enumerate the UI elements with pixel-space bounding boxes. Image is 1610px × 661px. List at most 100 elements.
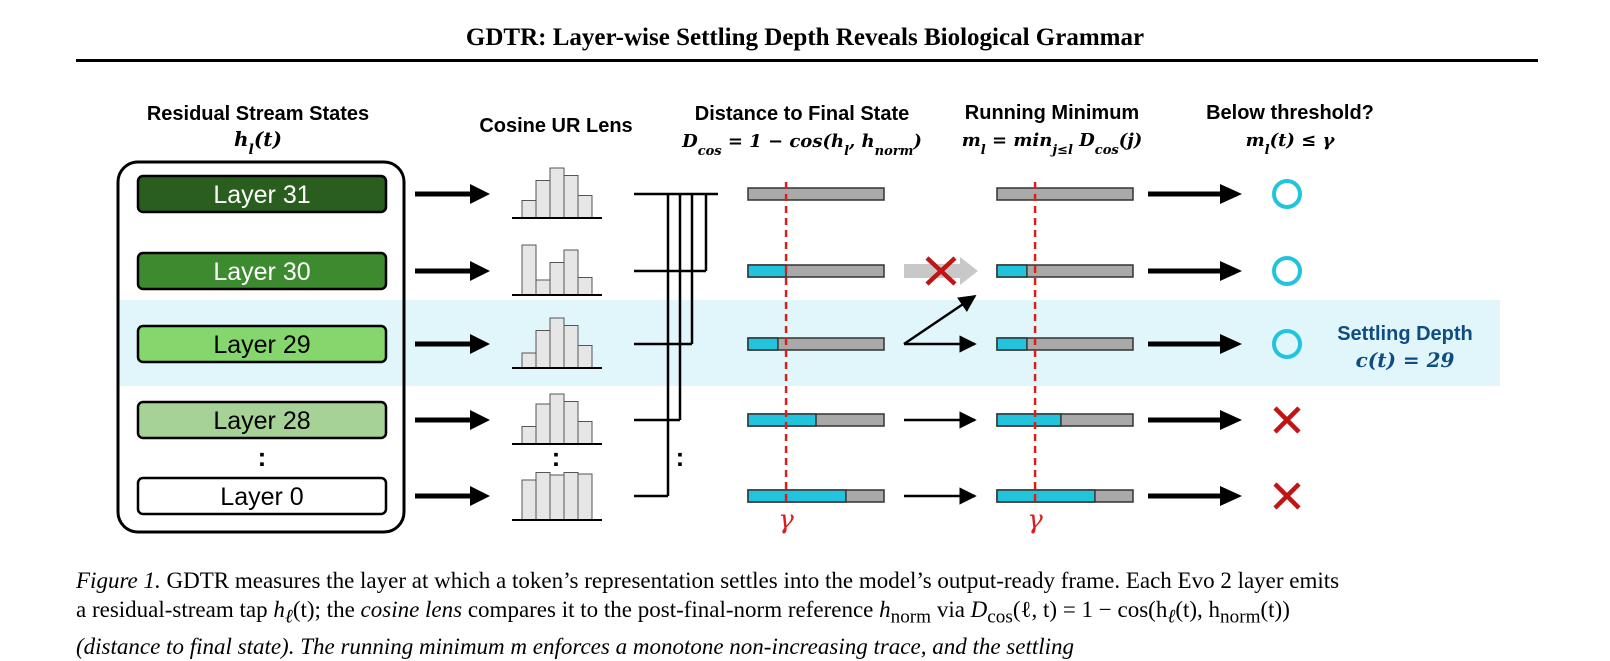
- histogram-bar: [577, 421, 593, 445]
- layer-label: Layer 30: [213, 258, 310, 286]
- running-min-bar-fill: [996, 413, 1062, 427]
- running-min-bar-fill: [996, 489, 1096, 503]
- distance-bar-fill: [747, 264, 787, 278]
- header-distance: Distance to Final State: [695, 103, 910, 125]
- histogram-bar: [549, 317, 565, 369]
- histogram-bar: [535, 330, 551, 369]
- below-threshold-circle: [1272, 329, 1302, 359]
- header-below-formula: ml(t) ≤ γ: [1246, 130, 1336, 158]
- caption-line-3-text: (distance to final state). The running m…: [76, 633, 1075, 659]
- caption-math: h: [273, 597, 285, 622]
- header-residual-stream: Residual Stream States: [147, 103, 369, 125]
- caption-label: Figure 1.: [76, 568, 161, 593]
- histogram-bar: [577, 277, 593, 296]
- caption-emph: cosine lens: [360, 597, 463, 622]
- histogram-ellipsis: :: [552, 442, 561, 472]
- histogram-bar: [521, 479, 537, 521]
- running-min-bar-track: [996, 187, 1134, 201]
- min-propagation-up-arrow: [903, 294, 977, 346]
- histogram-bar: [549, 262, 565, 296]
- histogram-bar: [521, 426, 537, 445]
- running-to-result-arrowhead: [1220, 410, 1242, 430]
- layer-label: Layer 31: [213, 181, 310, 209]
- histogram-bar: [549, 167, 565, 219]
- layer-box: [136, 174, 388, 214]
- running-to-result-arrowhead: [1220, 486, 1242, 506]
- running-min-bar-fill: [996, 264, 1028, 278]
- header-residual-formula: hl(t): [234, 127, 282, 158]
- caption-line-1: Figure 1. GDTR measures the layer at whi…: [76, 566, 1538, 595]
- routing-ellipsis: :: [676, 442, 685, 472]
- layer-box: [136, 400, 388, 440]
- histogram-bar: [535, 472, 551, 521]
- header-distance-formula: Dcos = 1 − cos(hl, hnorm): [681, 131, 922, 159]
- header-cosine-lens: Cosine UR Lens: [479, 115, 632, 137]
- title-rule: [76, 59, 1538, 62]
- histogram-bar: [549, 393, 565, 445]
- caption-math: norm: [1220, 606, 1261, 628]
- above-threshold-cross: [1273, 406, 1301, 434]
- running-to-result-arrowhead: [1220, 184, 1242, 204]
- header-running-formula: ml = minj≤l Dcos(j): [962, 130, 1142, 158]
- below-threshold-circle: [1272, 256, 1302, 286]
- caption-math: (t), h: [1175, 597, 1221, 622]
- layer-ellipsis: :: [258, 442, 267, 472]
- running-to-result-arrowhead: [1220, 261, 1242, 281]
- layer-label: Layer 29: [213, 331, 310, 359]
- layer-stack-container: [116, 160, 406, 534]
- histogram-bar: [577, 473, 593, 521]
- histogram-bar: [521, 244, 537, 296]
- caption-math: D: [970, 597, 988, 622]
- figure-caption: Figure 1. GDTR measures the layer at whi…: [76, 566, 1538, 661]
- header-running-minimum: Running Minimum: [965, 102, 1139, 124]
- paper-title: GDTR: Layer-wise Settling Depth Reveals …: [465, 24, 1145, 51]
- running-min-bar-fill: [996, 337, 1028, 351]
- running-to-result-arrowhead: [1220, 334, 1242, 354]
- distance-bar-fill: [747, 413, 817, 427]
- caption-math: cos: [987, 606, 1013, 628]
- layer-label: Layer 0: [220, 483, 303, 511]
- header-below-threshold: Below threshold?: [1206, 102, 1374, 124]
- gamma-label-running: γ: [1027, 505, 1043, 535]
- layer-box: [136, 476, 388, 516]
- distance-bar-track: [747, 187, 885, 201]
- distance-bar-fill: [747, 337, 779, 351]
- histogram-bar: [521, 352, 537, 369]
- histogram-bar: [563, 472, 579, 521]
- layer-box: [136, 324, 388, 364]
- histogram-bar: [535, 403, 551, 445]
- layer-to-lens-arrowhead: [470, 486, 490, 506]
- layer-to-lens-arrowhead: [470, 410, 490, 430]
- histogram-bar: [549, 474, 565, 521]
- caption-text: a residual-stream tap: [76, 597, 274, 622]
- caption-math: (ℓ, t) = 1 − cos(h: [1012, 597, 1168, 622]
- histogram-bar: [535, 279, 551, 296]
- histogram-bar: [577, 195, 593, 219]
- distance-bar-fill: [747, 489, 847, 503]
- above-threshold-cross: [1273, 482, 1301, 510]
- histogram-bar: [563, 249, 579, 296]
- caption-math: ℓ: [1167, 606, 1176, 628]
- layer-to-lens-arrowhead: [470, 334, 490, 354]
- histogram-bar: [563, 401, 579, 445]
- caption-text: compares it to the post-final-norm refer…: [462, 597, 880, 622]
- layer-to-lens-arrowhead: [470, 184, 490, 204]
- caption-math: ℓ: [284, 606, 293, 628]
- histogram-bar: [521, 200, 537, 219]
- caption-math: norm: [890, 606, 932, 628]
- settling-depth-label: Settling Depth: [1337, 323, 1473, 345]
- caption-text: (t); the: [292, 597, 361, 622]
- caption-math: h: [879, 597, 891, 622]
- layer-label: Layer 28: [213, 407, 310, 435]
- settling-depth-value: c(t) = 29: [1356, 348, 1455, 372]
- histogram-bar: [563, 325, 579, 369]
- below-threshold-circle: [1272, 179, 1302, 209]
- caption-line-1-text: GDTR measures the layer at which a token…: [166, 568, 1340, 593]
- layer-to-lens-arrowhead: [470, 261, 490, 281]
- histogram-bar: [535, 180, 551, 219]
- caption-line-2: a residual-stream tap hℓ(t); the cosine …: [76, 595, 1538, 632]
- histogram-bar: [563, 175, 579, 219]
- blocked-propagation-cross: [925, 256, 957, 286]
- histogram-bar: [577, 345, 593, 369]
